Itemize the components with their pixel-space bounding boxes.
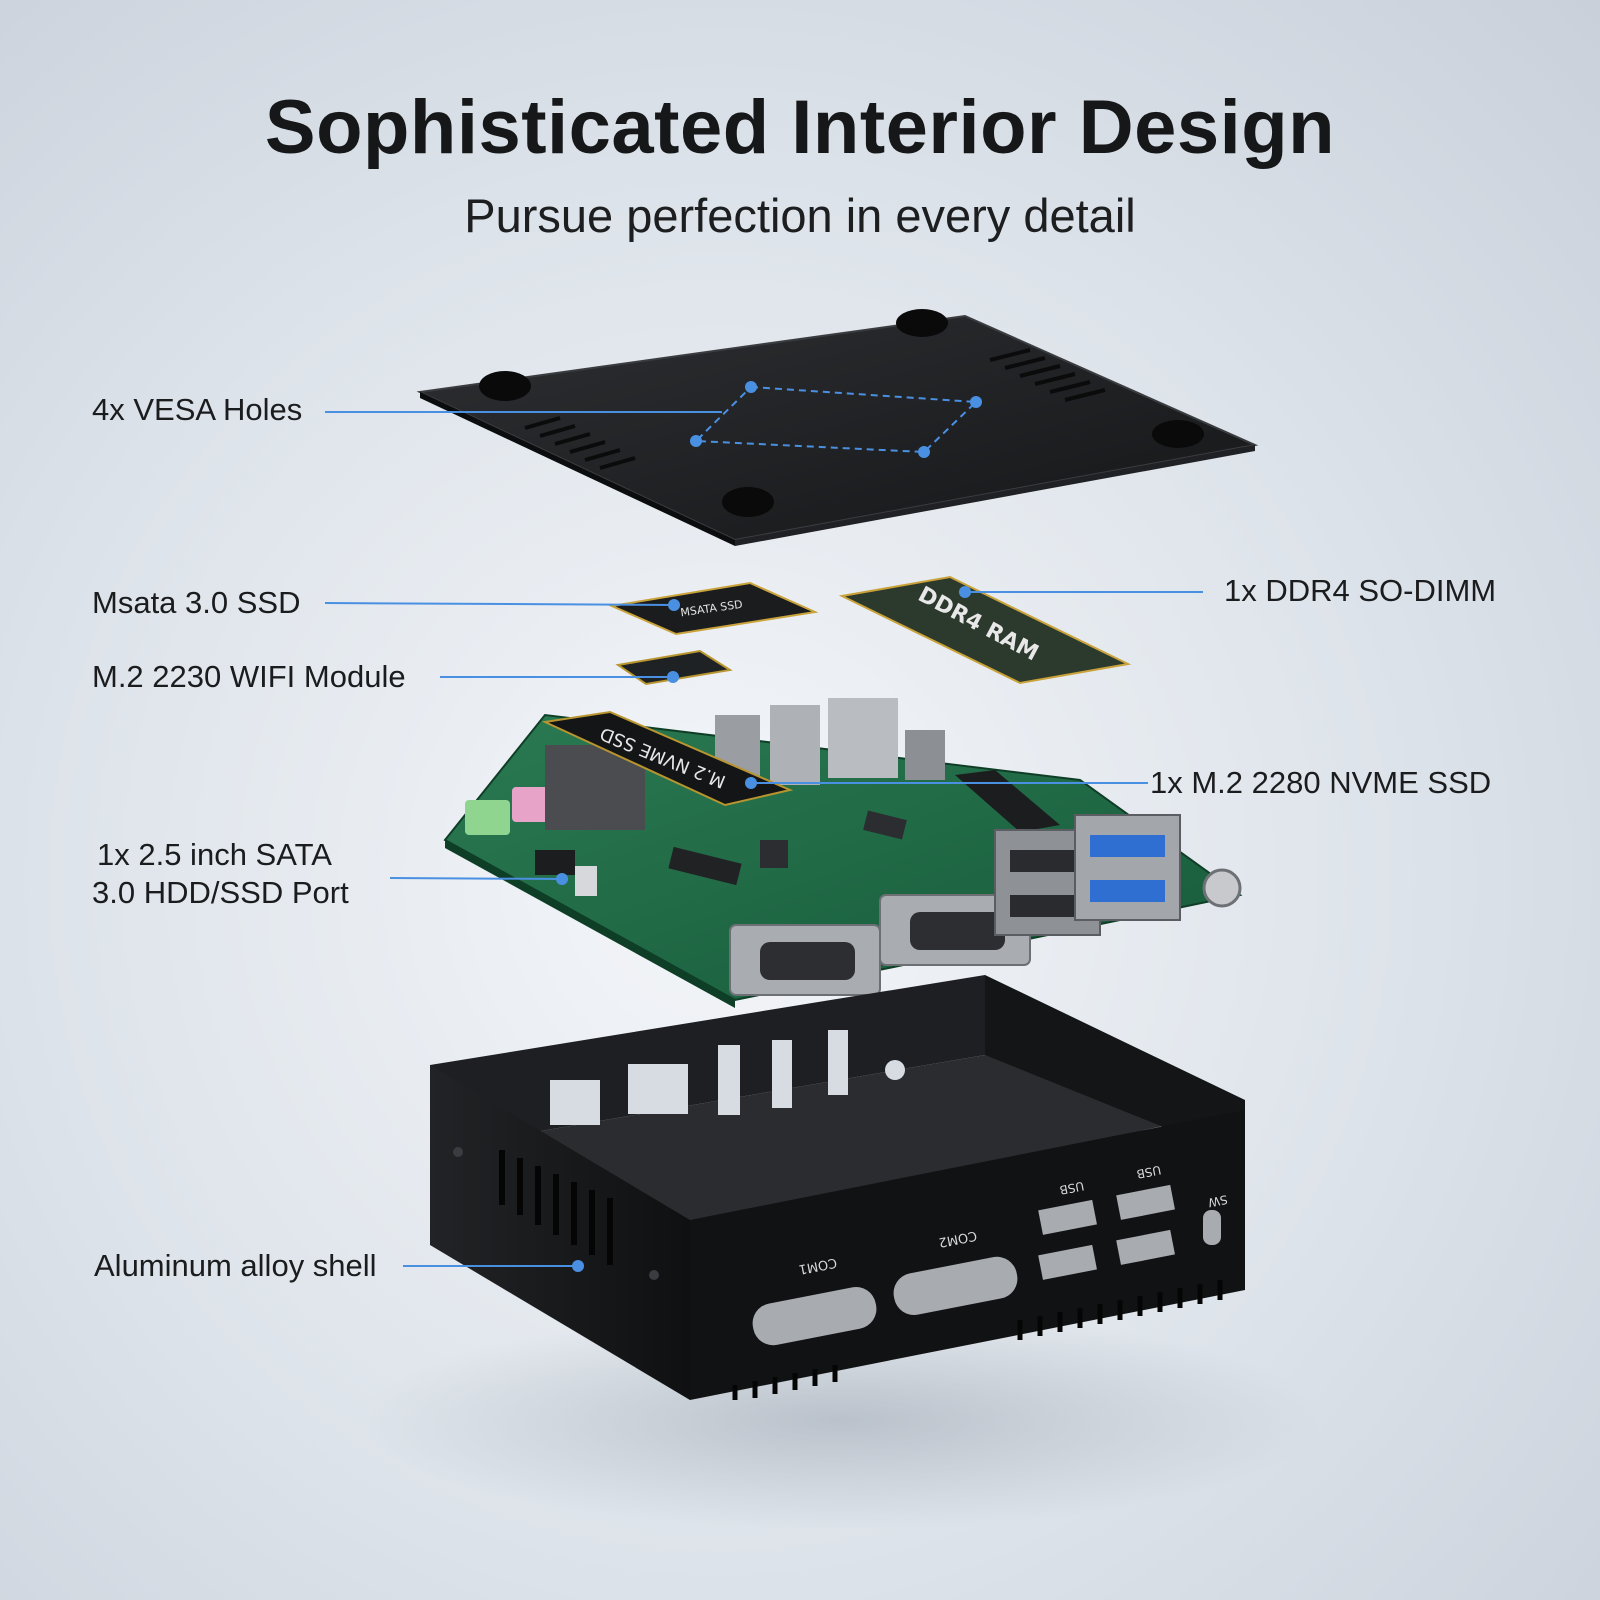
page-subtitle: Pursue perfection in every detail [464,189,1136,242]
page-title: Sophisticated Interior Design [264,85,1336,170]
com-ports [729,894,1031,996]
usb-ports [994,814,1181,936]
switch-label: SW [1207,1192,1229,1209]
aluminum-shell: COM1 COM2 USB USB SW [430,975,1245,1400]
com1-label: COM1 [797,1254,838,1276]
usb-right-label: USB [1135,1163,1162,1181]
callout-aluminum-shell: Aluminum alloy shell [94,1248,377,1283]
floor-shadow [360,1310,1320,1530]
callout-msata-ssd: Msata 3.0 SSD [92,585,301,620]
motherboard: M.2 NVME SSD [443,698,1243,1008]
callout-sata-port-line1: 1x 2.5 inch SATA [97,837,332,872]
bottom-plate [416,309,1259,546]
callout-ddr4-sodimm: 1x DDR4 SO-DIMM [1224,573,1497,608]
msata-ssd: MSATA SSD [608,581,819,636]
callout-lines [324,411,1203,1267]
callout-wifi-module: M.2 2230 WIFI Module [92,659,406,694]
power-button-icon [1202,868,1242,908]
usb-left-label: USB [1058,1179,1085,1197]
callout-nvme-ssd: 1x M.2 2280 NVME SSD [1150,765,1492,800]
callout-vesa-holes: 4x VESA Holes [92,392,303,427]
wifi-module [615,649,733,686]
com2-label: COM2 [937,1227,978,1249]
callout-sata-port-line2: 3.0 HDD/SSD Port [92,875,349,910]
